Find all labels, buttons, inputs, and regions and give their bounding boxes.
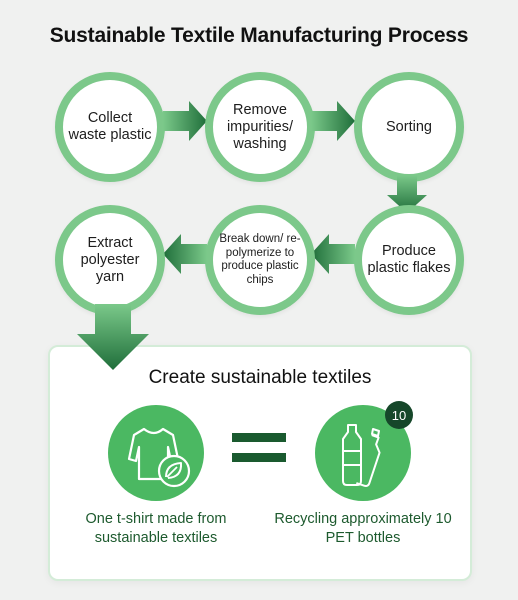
arrow-down-icon — [77, 304, 149, 370]
arrow-right-icon — [163, 101, 207, 141]
equals-icon — [232, 433, 286, 462]
result-title: Create sustainable textiles — [148, 367, 372, 388]
arrow-left-icon — [311, 234, 355, 274]
step-label: Break down/ re-polymerize to produce pla… — [219, 233, 301, 286]
step-remove-impurities: Remove impurities/ washing — [205, 72, 315, 182]
bottle-count-badge: 10 — [385, 401, 413, 429]
page-title: Sustainable Textile Manufacturing Proces… — [49, 24, 469, 47]
step-label: Remove impurities/ washing — [226, 101, 294, 152]
t-shirt-leaf-icon — [108, 405, 204, 501]
step-break-down-repolymerize: Break down/ re-polymerize to produce pla… — [205, 205, 315, 315]
step-label: Collect waste plastic — [68, 110, 152, 143]
step-sorting: Sorting — [354, 72, 464, 182]
step-extract-polyester-yarn: Extract polyester yarn — [55, 205, 165, 315]
arrow-left-icon — [163, 234, 207, 274]
arrow-down-icon — [387, 175, 427, 213]
step-label: Sorting — [386, 118, 432, 135]
result-panel: Create sustainable textiles 10 One t-shi… — [48, 345, 472, 581]
step-label: Extract polyester yarn — [80, 234, 140, 285]
step-label: Produce plastic flakes — [367, 243, 451, 276]
left-caption: One t-shirt made from sustainable textil… — [85, 511, 227, 546]
right-caption: Recycling approximately 10 PET bottles — [274, 511, 452, 546]
step-produce-plastic-flakes: Produce plastic flakes — [354, 205, 464, 315]
step-collect-waste-plastic: Collect waste plastic — [55, 72, 165, 182]
arrow-right-icon — [311, 101, 355, 141]
